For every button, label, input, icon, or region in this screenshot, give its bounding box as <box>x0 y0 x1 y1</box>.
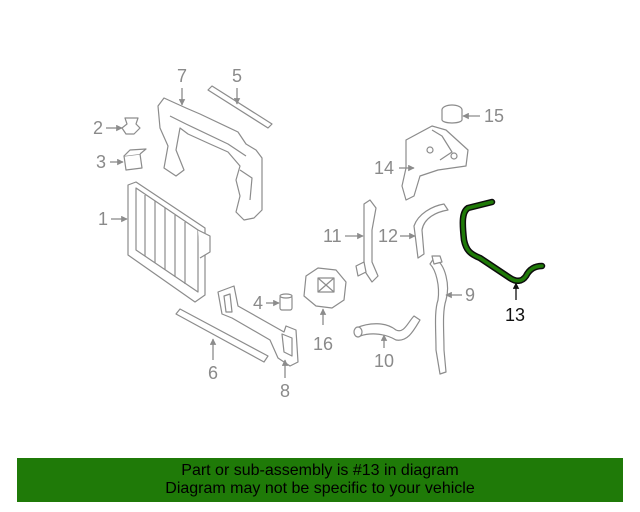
part-7-upper-support <box>157 97 263 221</box>
callout-1: 1 <box>98 209 109 229</box>
callout-3: 3 <box>96 152 107 172</box>
callout-4: 4 <box>253 293 264 313</box>
part-13-coolant-pipe <box>459 198 546 284</box>
part-4-grommet <box>279 293 293 311</box>
part-6-lower-seal <box>175 308 269 363</box>
callout-6: 6 <box>208 363 219 383</box>
part-16-thermostat-housing <box>303 267 347 309</box>
banner-line-2: Diagram may not be specific to your vehi… <box>165 480 475 497</box>
callout-7: 7 <box>177 66 188 86</box>
banner-line-1: Part or sub-assembly is #13 in diagram <box>181 462 459 479</box>
part-3-bushing <box>123 148 147 171</box>
callout-12: 12 <box>378 226 399 246</box>
part-11-hose <box>355 199 379 283</box>
callout-14: 14 <box>374 158 395 178</box>
part-9-radiator-hose <box>429 255 449 375</box>
callout-11: 11 <box>323 226 342 246</box>
callout-15: 15 <box>484 106 505 126</box>
part-8-lower-bracket <box>217 285 299 367</box>
part-5-seal-strip <box>207 85 273 129</box>
callout-16: 16 <box>313 334 334 354</box>
part-14-expansion-tank <box>401 125 469 201</box>
callout-10: 10 <box>374 351 395 371</box>
part-2-clip <box>121 117 141 135</box>
part-10-hose <box>353 315 421 341</box>
callout-2: 2 <box>93 118 104 138</box>
callout-8: 8 <box>280 381 291 401</box>
part-15-cap <box>441 104 463 124</box>
info-banner: Part or sub-assembly is #13 in diagram D… <box>17 458 623 502</box>
part-1-radiator <box>127 181 211 303</box>
callout-13: 13 <box>505 305 526 325</box>
part-12-hose <box>413 203 449 259</box>
callout-5: 5 <box>232 66 243 86</box>
callout-9: 9 <box>465 285 476 305</box>
